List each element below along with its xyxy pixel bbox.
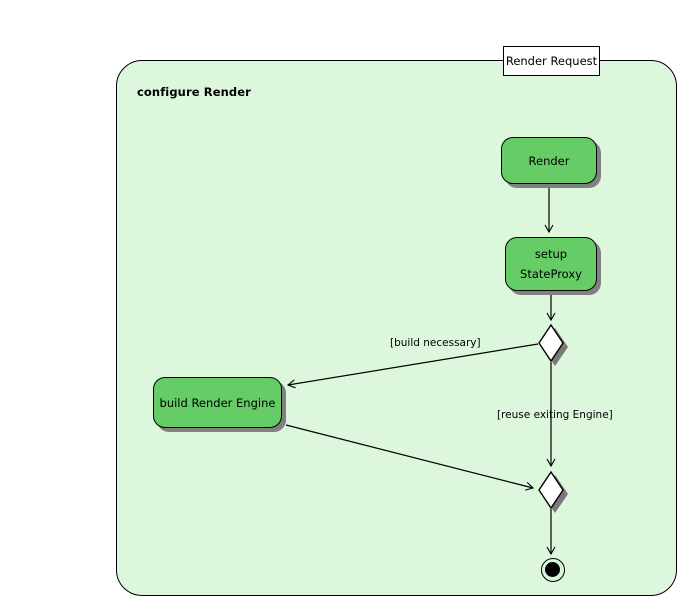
action-node-setup-label-line1: setup — [534, 247, 568, 261]
action-node-setup-label-line2: StateProxy — [520, 267, 582, 281]
merge-node-shape — [538, 471, 564, 509]
decision-node-shape — [538, 324, 564, 362]
action-node-build-render-engine[interactable]: build Render Engine — [153, 377, 282, 428]
partition-label: configure Render — [137, 85, 251, 99]
action-node-render-label: Render — [528, 153, 570, 168]
render-request-title-box: Render Request — [503, 46, 600, 76]
edge-label-reuse-exiting-engine: [reuse exiting Engine] — [497, 409, 613, 421]
action-node-render[interactable]: Render — [501, 137, 597, 184]
merge-node[interactable] — [538, 471, 568, 513]
decision-node[interactable] — [538, 324, 568, 366]
edge-label-build-necessary: [build necessary] — [390, 337, 481, 349]
action-node-setup-stateproxy[interactable]: setup StateProxy — [505, 237, 597, 291]
activity-final-node[interactable] — [541, 558, 565, 582]
render-request-title-label: Render Request — [505, 54, 598, 68]
action-node-build-label: build Render Engine — [159, 395, 276, 410]
